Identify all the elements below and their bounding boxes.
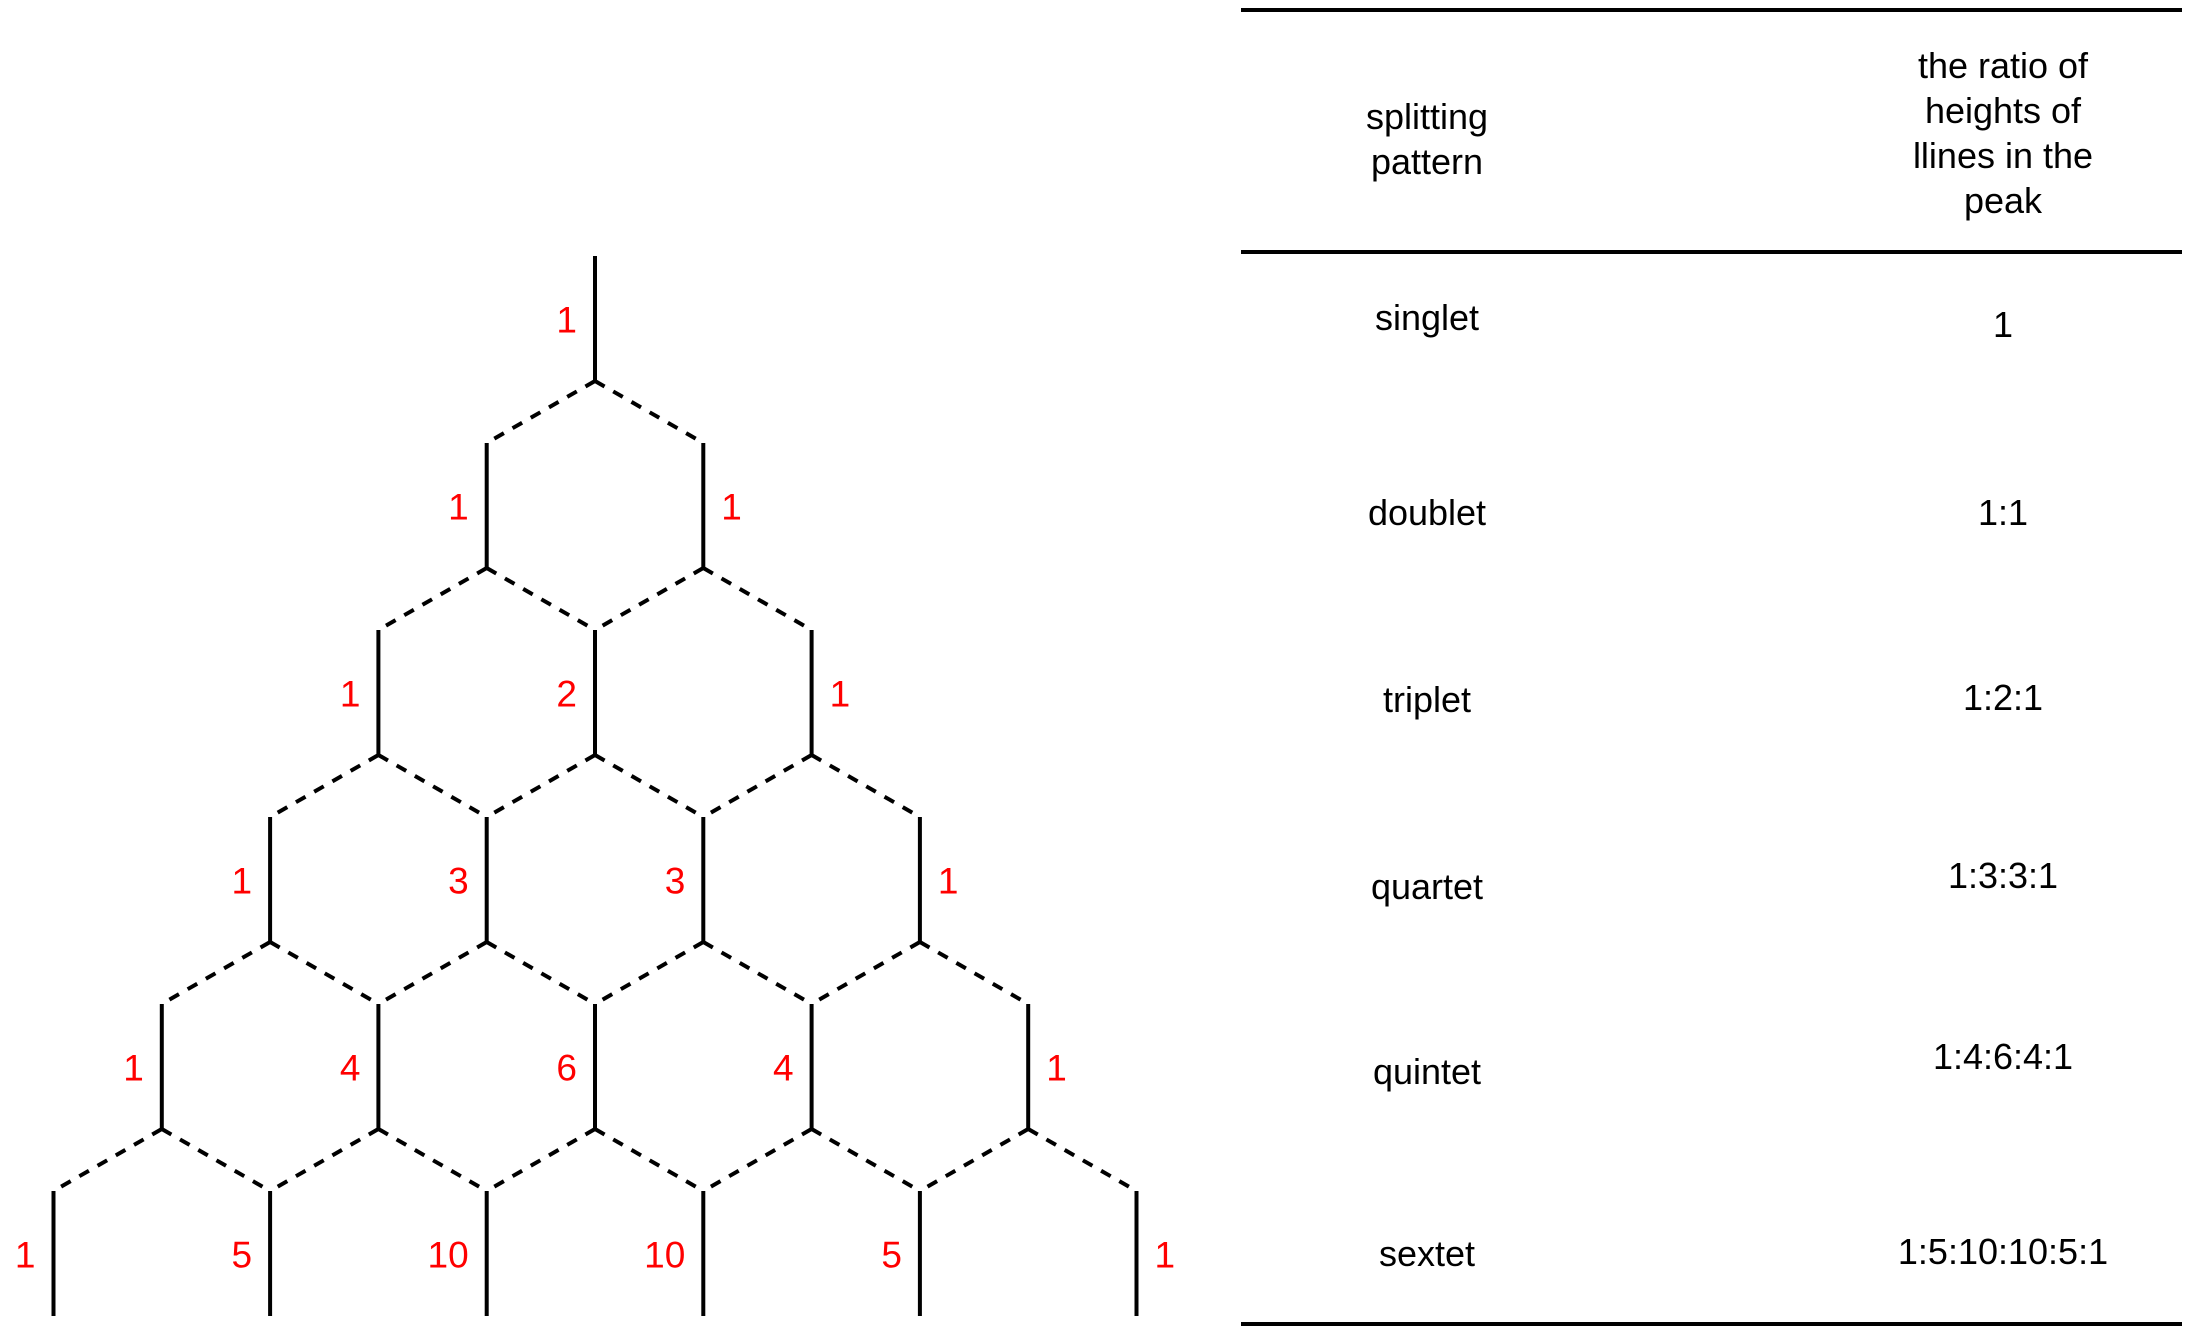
header-ratio: the ratio of heights of llines in the pe… (1823, 43, 2183, 223)
split-branch-left (594, 566, 705, 632)
split-branch-left (702, 1127, 813, 1193)
split-branch-left (918, 1127, 1030, 1193)
pattern-cell: sextet (1378, 1233, 1476, 1274)
split-branch-left (810, 940, 921, 1006)
split-branch-right (810, 1127, 921, 1193)
pattern-cell: quintet (1372, 1051, 1482, 1092)
intensity-label: 3 (665, 861, 686, 902)
intensity-label: 5 (881, 1235, 902, 1276)
intensity-label: 10 (428, 1235, 469, 1276)
pattern-cell: quartet (1370, 866, 1484, 907)
intensity-label: 10 (644, 1235, 685, 1276)
intensity-label: 2 (556, 674, 577, 715)
ratio-cell: 1 (1992, 304, 2014, 345)
ratio-cell: 1:4:6:4:1 (1932, 1036, 2074, 1077)
ratio-cell: 1:2:1 (1962, 677, 2044, 718)
split-branch-left (377, 566, 488, 632)
header-line: splitting (1365, 96, 1489, 137)
split-branch-right (485, 566, 596, 632)
intensity-label: 1 (232, 861, 253, 902)
split-branch-right (594, 1127, 705, 1193)
pascal-triangle-splitting-tree: 1 1 1 1 2 1 1 3 3 1 1 4 6 4 1 1 5 10 10 5 1 (15, 256, 1176, 1316)
ratio-cell: 1:5:10:10:5:1 (1897, 1231, 2109, 1272)
split-branch-left (485, 1127, 596, 1193)
split-branch-right (269, 940, 380, 1006)
split-branch-left (269, 1127, 380, 1193)
split-branch-left (52, 1127, 163, 1193)
intensity-label: 1 (721, 487, 742, 528)
split-branch-left (702, 753, 813, 819)
split-branch-right (377, 753, 488, 819)
pattern-cell: triplet (1382, 679, 1472, 720)
header-line: llines in the (1912, 135, 2094, 176)
split-branch-left (269, 753, 380, 819)
intensity-label: 1 (1155, 1235, 1176, 1276)
table-top-rule (1241, 8, 2182, 12)
ratio-cell: 1:1 (1977, 492, 2029, 533)
header-line: the ratio of (1917, 45, 2089, 86)
header-line: peak (1963, 180, 2043, 221)
intensity-label: 1 (448, 487, 469, 528)
split-branch-right (377, 1127, 488, 1193)
split-branch-right (702, 566, 813, 632)
intensity-label: 1 (15, 1235, 36, 1276)
split-branch-left (485, 379, 596, 445)
split-branch-left (377, 940, 488, 1006)
header-splitting-pattern: splitting pattern (1247, 94, 1607, 184)
intensity-label: 1 (938, 861, 959, 902)
split-branch-right (702, 940, 813, 1006)
header-line: heights of (1924, 90, 2082, 131)
intensity-label: 4 (773, 1048, 794, 1089)
split-branch-right (594, 379, 705, 445)
intensity-label: 1 (1046, 1048, 1067, 1089)
split-branch-right (1027, 1127, 1138, 1193)
table-bottom-rule (1241, 1322, 2182, 1326)
intensity-label: 3 (448, 861, 469, 902)
pattern-cell: doublet (1367, 492, 1487, 533)
intensity-label: 1 (830, 674, 851, 715)
split-branch-right (918, 940, 1030, 1006)
split-branch-right (594, 753, 705, 819)
split-branch-left (485, 753, 596, 819)
split-branch-left (160, 940, 272, 1006)
intensity-label: 6 (556, 1048, 577, 1089)
intensity-label: 4 (340, 1048, 361, 1089)
split-branch-right (160, 1127, 272, 1193)
table-header-rule (1241, 250, 2182, 254)
pattern-cell: singlet (1374, 297, 1480, 338)
intensity-label: 5 (232, 1235, 253, 1276)
intensity-label: 1 (340, 674, 361, 715)
ratio-cell: 1:3:3:1 (1947, 855, 2059, 896)
header-line: pattern (1370, 141, 1484, 182)
split-branch-left (594, 940, 705, 1006)
split-branch-right (485, 940, 596, 1006)
split-branch-right (810, 753, 921, 819)
intensity-label: 1 (123, 1048, 144, 1089)
intensity-label: 1 (556, 300, 577, 341)
